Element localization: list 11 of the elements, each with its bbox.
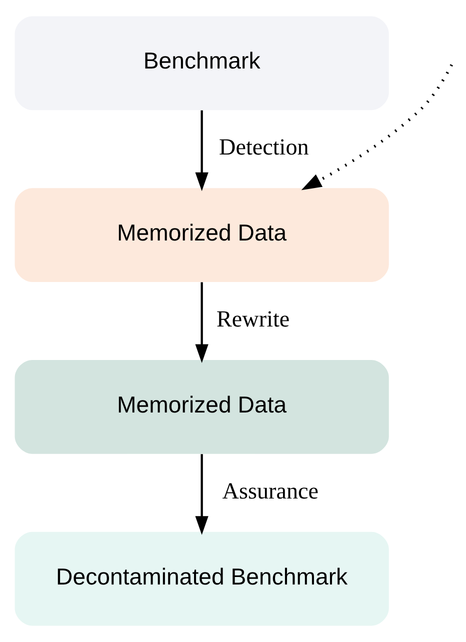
arrow	[194, 454, 208, 535]
arrow	[194, 282, 208, 363]
node-box: Benchmark	[14, 16, 388, 110]
arrow	[300, 64, 452, 190]
node-box: Memorized Data	[14, 360, 388, 454]
edge-label: Assurance	[222, 477, 318, 504]
edge-label: Detection	[218, 134, 308, 160]
node-box: Decontaminated Benchmark	[14, 532, 388, 626]
arrow	[194, 110, 208, 192]
node-box: Memorized Data	[14, 188, 388, 282]
edge-label: Rewrite	[216, 305, 290, 332]
